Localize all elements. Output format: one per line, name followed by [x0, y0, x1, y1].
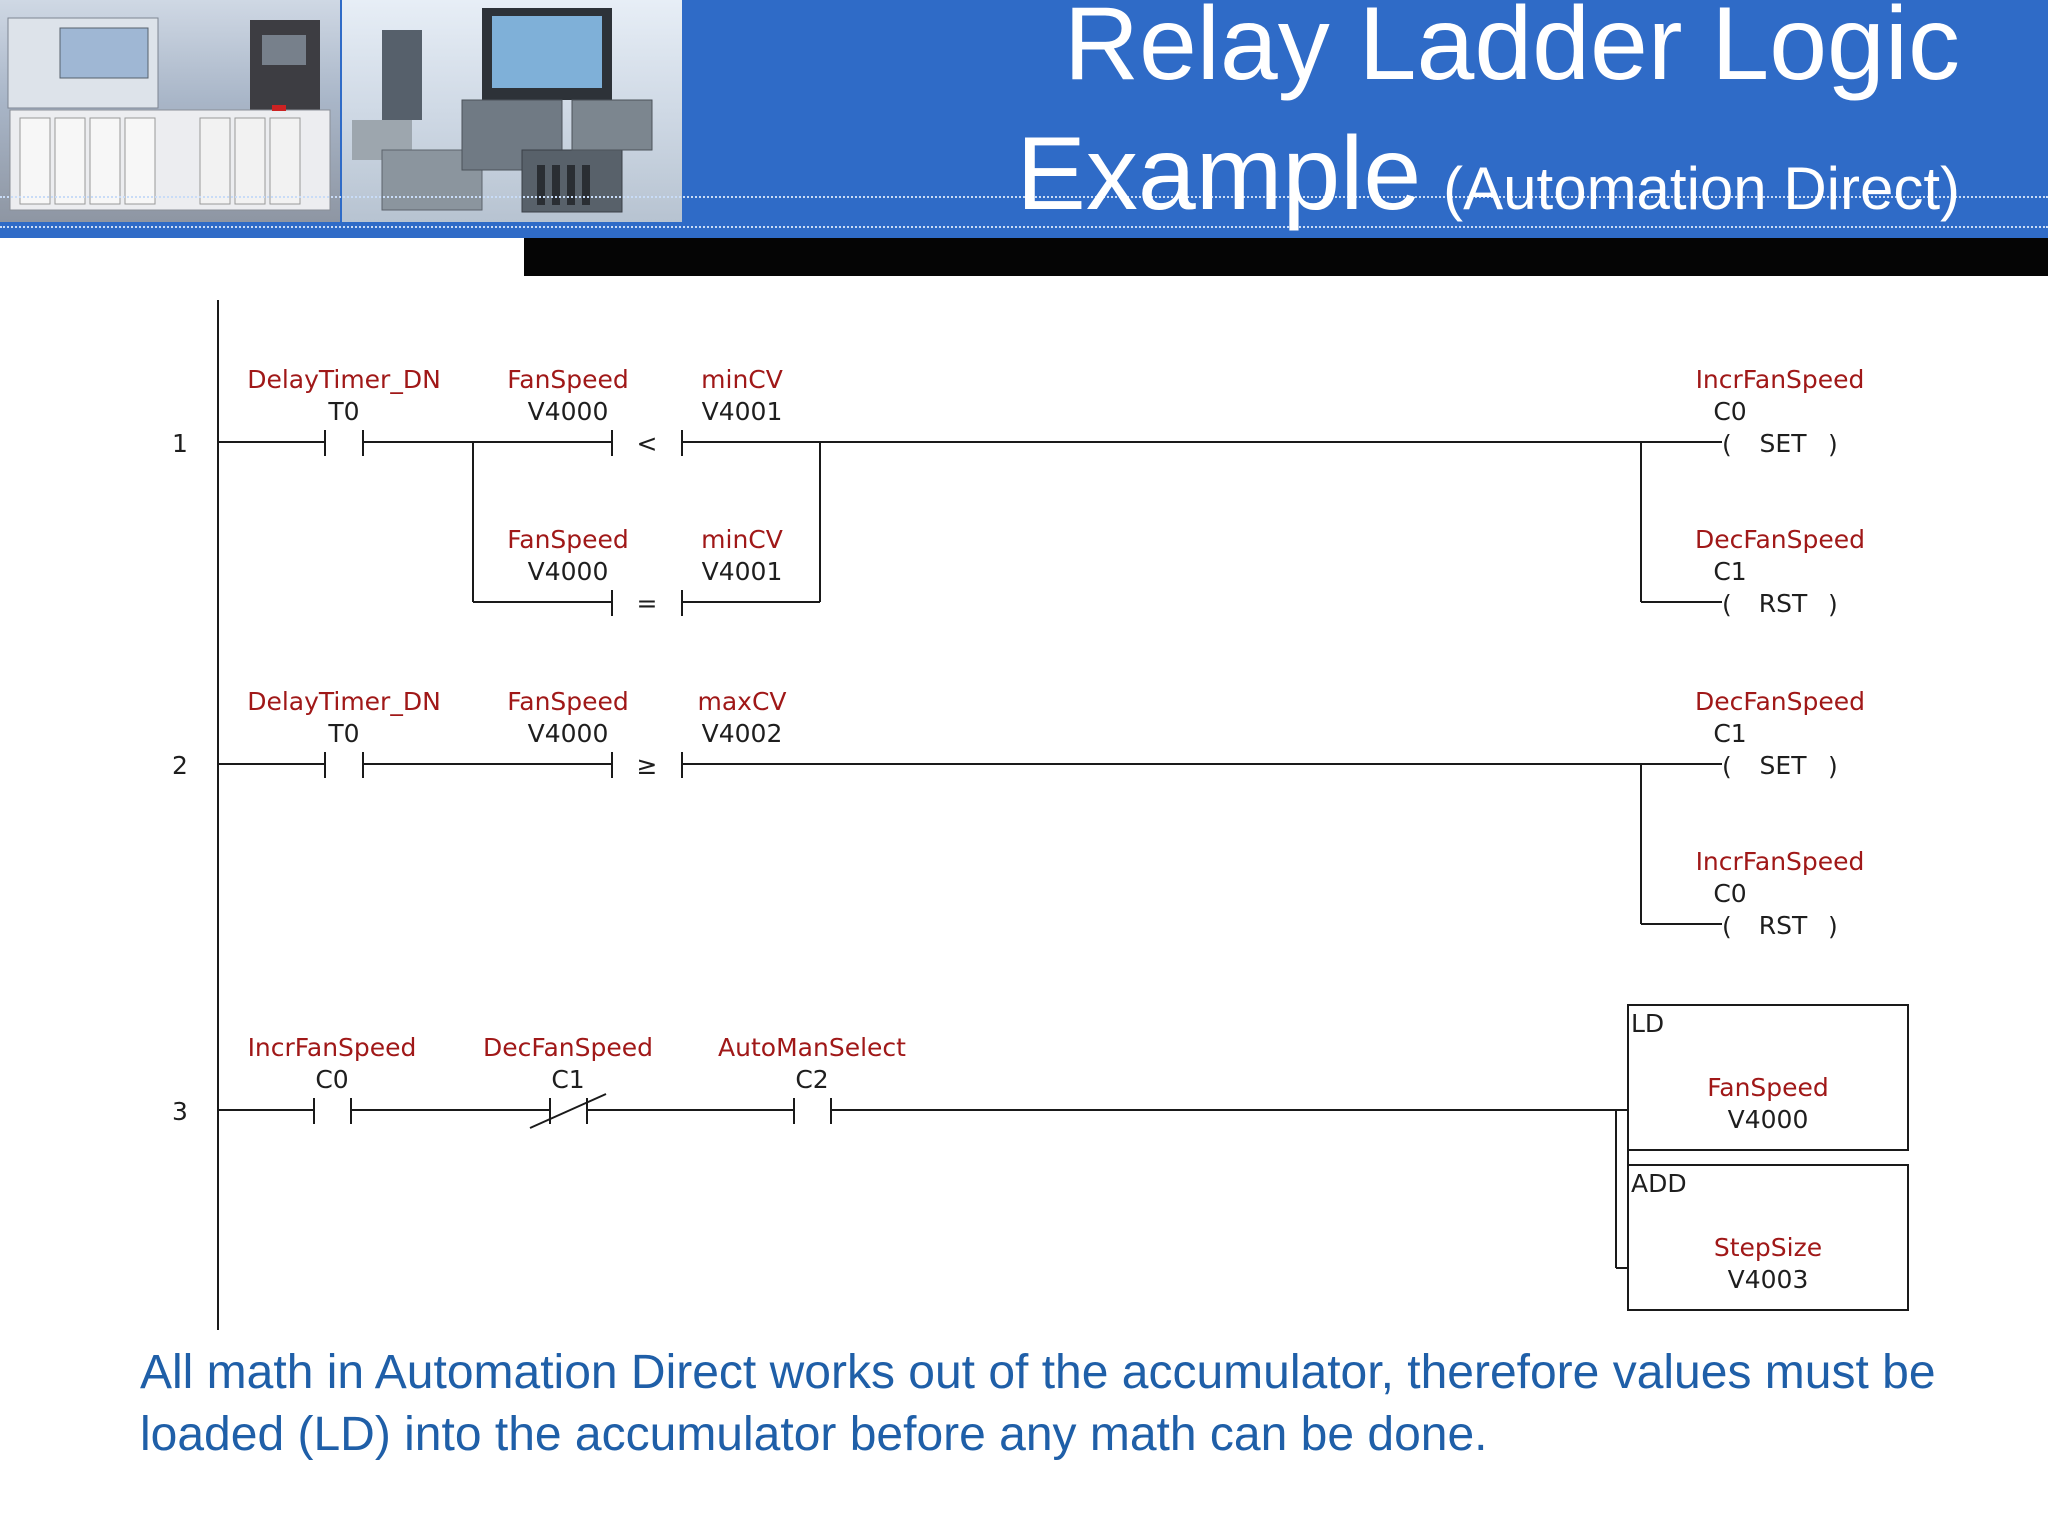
coil-right-paren: ) — [1828, 590, 1838, 619]
compare-right-address: V4001 — [702, 397, 783, 426]
coil-right-paren: ) — [1828, 752, 1838, 781]
compare-right-name: minCV — [701, 365, 783, 394]
compare-left-name: FanSpeed — [507, 687, 629, 716]
coil-action: RST — [1759, 589, 1808, 618]
slide-title-suffix: (Automation Direct) — [1443, 155, 1960, 222]
slide-header: Relay Ladder Logic Example (Automation Di… — [0, 0, 2048, 240]
box-op-label: ADD — [1631, 1169, 1687, 1198]
compare-left-name: FanSpeed — [507, 525, 629, 554]
coil-action: SET — [1760, 429, 1808, 458]
coil-left-paren: ( — [1722, 430, 1732, 459]
coil-action: SET — [1760, 751, 1808, 780]
contact-name: IncrFanSpeed — [248, 1033, 417, 1062]
compare-right-name: minCV — [701, 525, 783, 554]
compare-left-address: V4000 — [528, 557, 609, 586]
coil-name: DecFanSpeed — [1695, 525, 1865, 554]
dotted-rule — [0, 196, 2048, 198]
box-operand-name: StepSize — [1714, 1233, 1822, 1262]
slide-title-line1: Relay Ladder Logic — [1063, 0, 1960, 102]
compare-operator: ≥ — [637, 751, 658, 780]
contact-address: T0 — [327, 719, 359, 748]
coil-action: RST — [1759, 911, 1808, 940]
contact-address: T0 — [327, 397, 359, 426]
add-box — [1627, 1164, 1909, 1311]
contact-address: C2 — [795, 1065, 828, 1094]
box-operand-address: V4000 — [1728, 1105, 1809, 1134]
coil-address: C0 — [1713, 879, 1746, 908]
coil-address: C1 — [1713, 719, 1746, 748]
coil-address: C1 — [1713, 557, 1746, 586]
coil-name: IncrFanSpeed — [1696, 847, 1865, 876]
compare-right-address: V4002 — [702, 719, 783, 748]
compare-left-name: FanSpeed — [507, 365, 629, 394]
compare-right-name: maxCV — [697, 687, 786, 716]
nc-slash — [529, 1093, 607, 1129]
slide-title-example: Example — [1016, 116, 1422, 232]
compare-right-address: V4001 — [702, 557, 783, 586]
contact-name: AutoManSelect — [718, 1033, 906, 1062]
box-operand-address: V4003 — [1728, 1265, 1809, 1294]
box-operand-name: FanSpeed — [1707, 1073, 1829, 1102]
rung-number: 1 — [172, 429, 188, 458]
coil-left-paren: ( — [1722, 590, 1732, 619]
coil-right-paren: ) — [1828, 912, 1838, 941]
compare-operator: < — [637, 429, 658, 458]
coil-right-paren: ) — [1828, 430, 1838, 459]
contact-address: C1 — [551, 1065, 584, 1094]
header-black-bar — [524, 238, 2048, 276]
contact-address: C0 — [315, 1065, 348, 1094]
compare-left-address: V4000 — [528, 397, 609, 426]
coil-name: DecFanSpeed — [1695, 687, 1865, 716]
contact-name: DelayTimer_DN — [247, 687, 441, 716]
compare-left-address: V4000 — [528, 719, 609, 748]
slide-caption: All math in Automation Direct works out … — [140, 1346, 1936, 1461]
box-op-label: LD — [1631, 1009, 1664, 1038]
plc-equipment-photo-left — [0, 0, 340, 222]
coil-left-paren: ( — [1722, 752, 1732, 781]
coil-address: C0 — [1713, 397, 1746, 426]
rung-number: 3 — [172, 1097, 188, 1126]
coil-name: IncrFanSpeed — [1696, 365, 1865, 394]
coil-left-paren: ( — [1722, 912, 1732, 941]
contact-name: DecFanSpeed — [483, 1033, 653, 1062]
title-band — [0, 0, 2048, 238]
ld-box — [1627, 1004, 1909, 1151]
compare-operator: = — [637, 589, 658, 618]
rung-number: 2 — [172, 751, 188, 780]
contact-name: DelayTimer_DN — [247, 365, 441, 394]
slide-title-line2: Example (Automation Direct) — [1017, 119, 1960, 229]
plc-equipment-photo-right — [342, 0, 682, 222]
dotted-rule — [0, 226, 2048, 228]
